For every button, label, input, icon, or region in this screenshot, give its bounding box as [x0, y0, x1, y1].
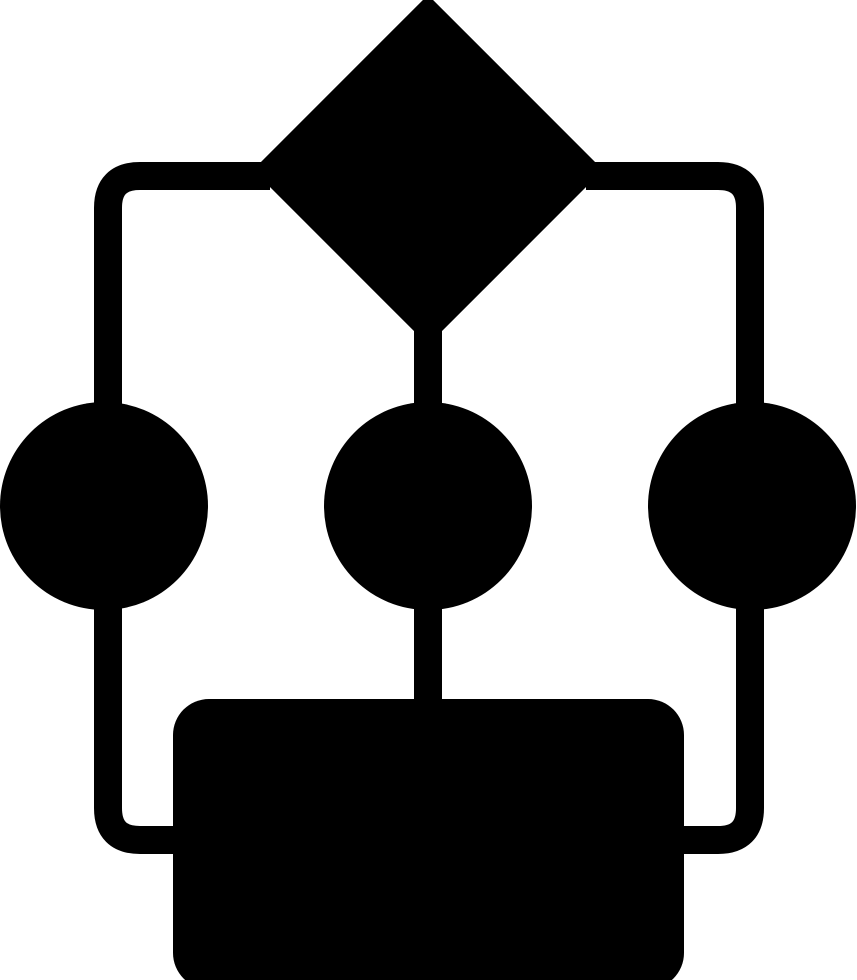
- center-process-circle-node: [324, 402, 532, 610]
- right-process-circle-node: [648, 402, 856, 610]
- decision-diamond-node: [255, 0, 601, 343]
- left-process-circle-node: [0, 402, 208, 610]
- terminal-rectangle-node: [173, 699, 684, 980]
